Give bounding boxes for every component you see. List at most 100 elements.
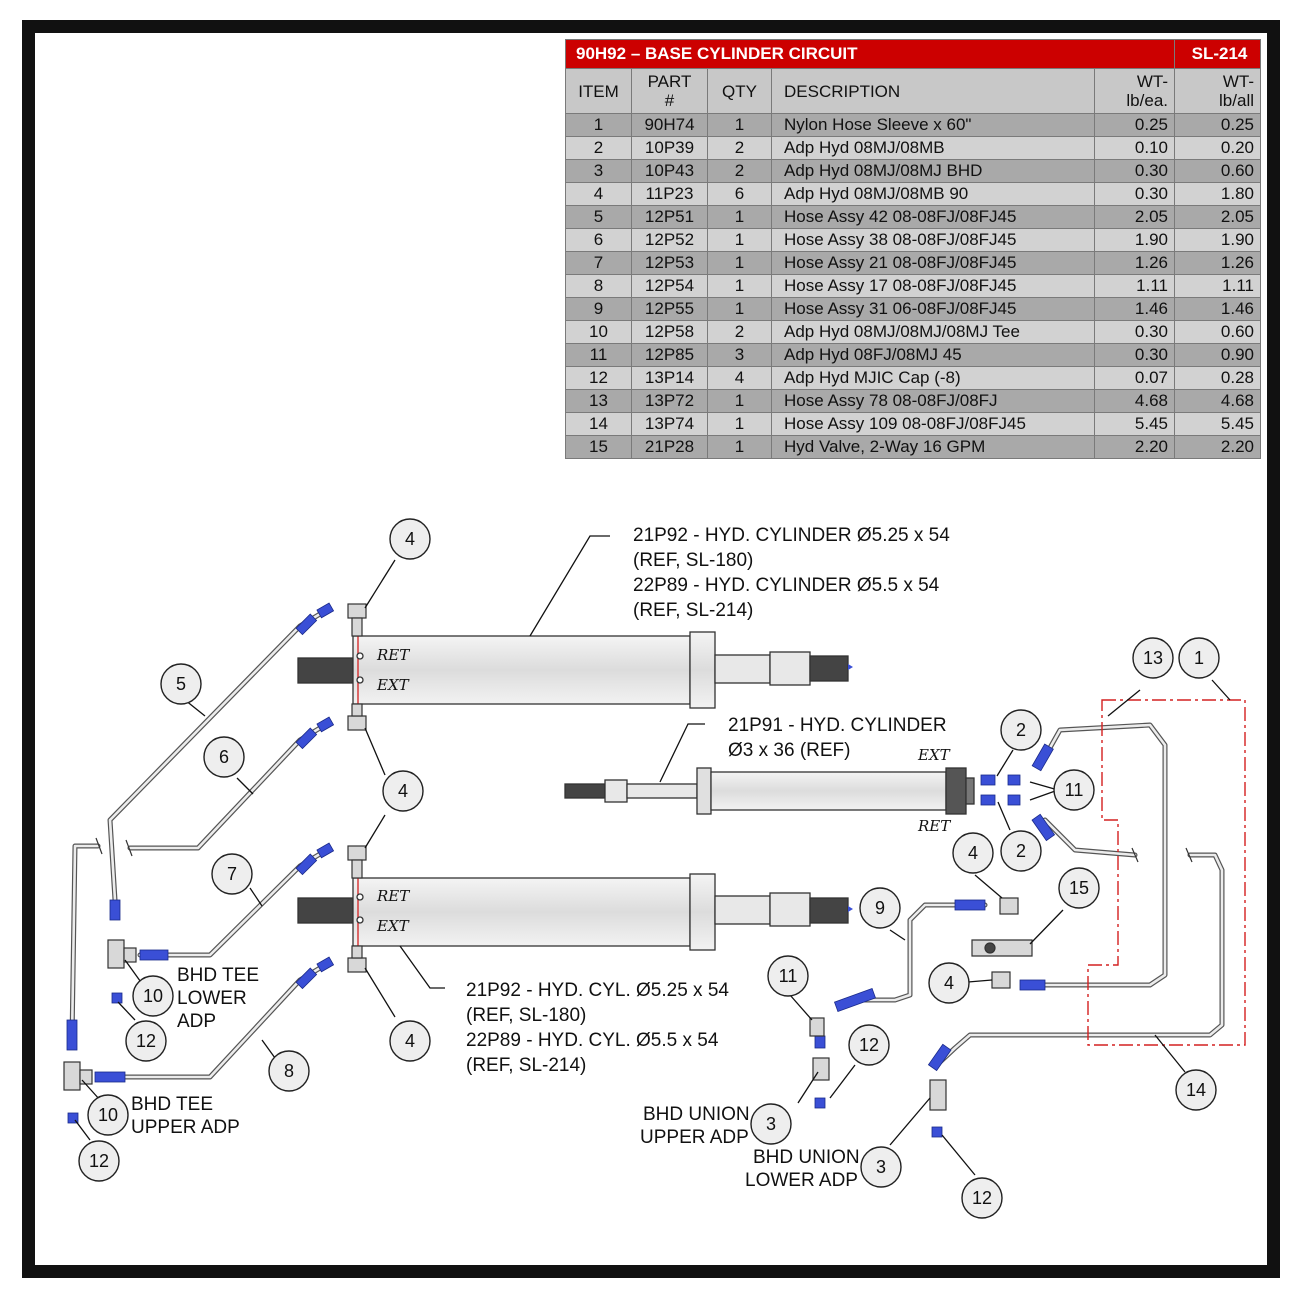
- cell-description: Hose Assy 21 08-08FJ/08FJ45: [771, 251, 1095, 275]
- hose-sleeve-outline: [1087, 699, 1246, 1046]
- bottom-cylinder-callout-line2: (REF, SL-180): [466, 1005, 586, 1026]
- cell-part: 10P43: [631, 159, 708, 183]
- cell-wt-each: 4.68: [1094, 389, 1175, 413]
- cell-qty: 1: [707, 205, 772, 229]
- item-bubble: [1053, 769, 1095, 811]
- item-bubble: [389, 1020, 431, 1062]
- cell-item: 2: [565, 136, 632, 160]
- cell-wt-each: 2.05: [1094, 205, 1175, 229]
- cell-wt-all: 0.20: [1174, 136, 1261, 160]
- bhd-tee-lower-line1: BHD TEE: [177, 965, 259, 986]
- cell-description: Hose Assy 38 08-08FJ/08FJ45: [771, 228, 1095, 252]
- cell-wt-each: 0.07: [1094, 366, 1175, 390]
- item-bubble-number: 13: [1143, 648, 1163, 668]
- item-bubble: [125, 1020, 167, 1062]
- item-bubble-number: 12: [972, 1188, 992, 1208]
- cell-part: 13P72: [631, 389, 708, 413]
- cell-part: 90H74: [631, 113, 708, 137]
- item-bubble-number: 14: [1186, 1080, 1206, 1100]
- cell-qty: 6: [707, 182, 772, 206]
- item-bubble: [848, 1024, 890, 1066]
- bottom-cylinder-callout-line3: 22P89 - HYD. CYL. Ø5.5 x 54: [466, 1030, 719, 1051]
- cell-qty: 1: [707, 412, 772, 436]
- cell-wt-all: 0.60: [1174, 159, 1261, 183]
- cell-wt-each: 1.90: [1094, 228, 1175, 252]
- cell-wt-all: 0.90: [1174, 343, 1261, 367]
- item-bubble: [87, 1094, 129, 1136]
- item-bubble: [132, 975, 174, 1017]
- cell-qty: 3: [707, 343, 772, 367]
- small-cylinder-callout-line2: Ø3 x 36 (REF): [728, 740, 850, 761]
- item-bubble: [928, 962, 970, 1004]
- top-cylinder-callout-line4: (REF, SL-214): [633, 600, 753, 621]
- cell-wt-each: 0.10: [1094, 136, 1175, 160]
- cell-part: 12P58: [631, 320, 708, 344]
- cell-wt-each: 1.11: [1094, 274, 1175, 298]
- item-bubble-number: 12: [136, 1031, 156, 1051]
- item-bubble: [767, 955, 809, 997]
- item-bubble-number: 12: [89, 1151, 109, 1171]
- cell-wt-all: 0.60: [1174, 320, 1261, 344]
- cell-item: 3: [565, 159, 632, 183]
- top-cylinder: [297, 631, 853, 709]
- item-bubble: [1132, 637, 1174, 679]
- cell-wt-all: 1.11: [1174, 274, 1261, 298]
- cell-part: 12P51: [631, 205, 708, 229]
- item-bubble: [860, 1146, 902, 1188]
- bhd-union-upper-line1: BHD UNION: [643, 1104, 750, 1125]
- cell-description: Adp Hyd 08MJ/08MB: [771, 136, 1095, 160]
- cell-wt-all: 2.05: [1174, 205, 1261, 229]
- item-bubble-number: 10: [98, 1105, 118, 1125]
- item-bubble: [750, 1103, 792, 1145]
- hose-fittings: [66, 602, 1056, 1138]
- cell-wt-all: 5.45: [1174, 412, 1261, 436]
- cell-item: 4: [565, 182, 632, 206]
- bottom-cylinder: [297, 873, 853, 951]
- cell-item: 11: [565, 343, 632, 367]
- item-bubble: [160, 663, 202, 705]
- cell-wt-each: 1.46: [1094, 297, 1175, 321]
- item-bubble-number: 1: [1194, 648, 1204, 668]
- item-bubble-number: 11: [1065, 780, 1084, 800]
- cell-item: 15: [565, 435, 632, 459]
- item-bubble-number: 9: [875, 898, 885, 918]
- cell-wt-each: 2.20: [1094, 435, 1175, 459]
- item-bubble-number: 2: [1016, 720, 1026, 740]
- cell-description: Adp Hyd MJIC Cap (-8): [771, 366, 1095, 390]
- bottom-cylinder-callout-line4: (REF, SL-214): [466, 1055, 586, 1076]
- bottom-cylinder-ext-label: EXT: [376, 917, 410, 935]
- item-bubble-number: 4: [968, 843, 978, 863]
- item-bubble: [268, 1050, 310, 1092]
- cell-description: Adp Hyd 08MJ/08MJ/08MJ Tee: [771, 320, 1095, 344]
- cell-wt-all: 1.80: [1174, 182, 1261, 206]
- item-bubble: [1178, 637, 1220, 679]
- item-bubble-number: 4: [398, 781, 408, 801]
- cell-qty: 4: [707, 366, 772, 390]
- cell-part: 13P74: [631, 412, 708, 436]
- small-cylinder-ret-label: RET: [917, 817, 951, 835]
- cell-description: Hyd Valve, 2-Way 16 GPM: [771, 435, 1095, 459]
- item-bubble: [78, 1140, 120, 1182]
- cell-wt-each: 0.30: [1094, 343, 1175, 367]
- bottom-cylinder-ret-label: RET: [376, 887, 410, 905]
- item-bubble: [952, 832, 994, 874]
- item-bubble: [203, 736, 245, 778]
- cell-qty: 1: [707, 113, 772, 137]
- top-cylinder-callout-line3: 22P89 - HYD. CYLINDER Ø5.5 x 54: [633, 575, 940, 596]
- item-bubble: [1058, 867, 1100, 909]
- cell-description: Hose Assy 31 06-08FJ/08FJ45: [771, 297, 1095, 321]
- cell-qty: 1: [707, 435, 772, 459]
- cell-item: 5: [565, 205, 632, 229]
- cell-description: Hose Assy 42 08-08FJ/08FJ45: [771, 205, 1095, 229]
- cell-part: 12P54: [631, 274, 708, 298]
